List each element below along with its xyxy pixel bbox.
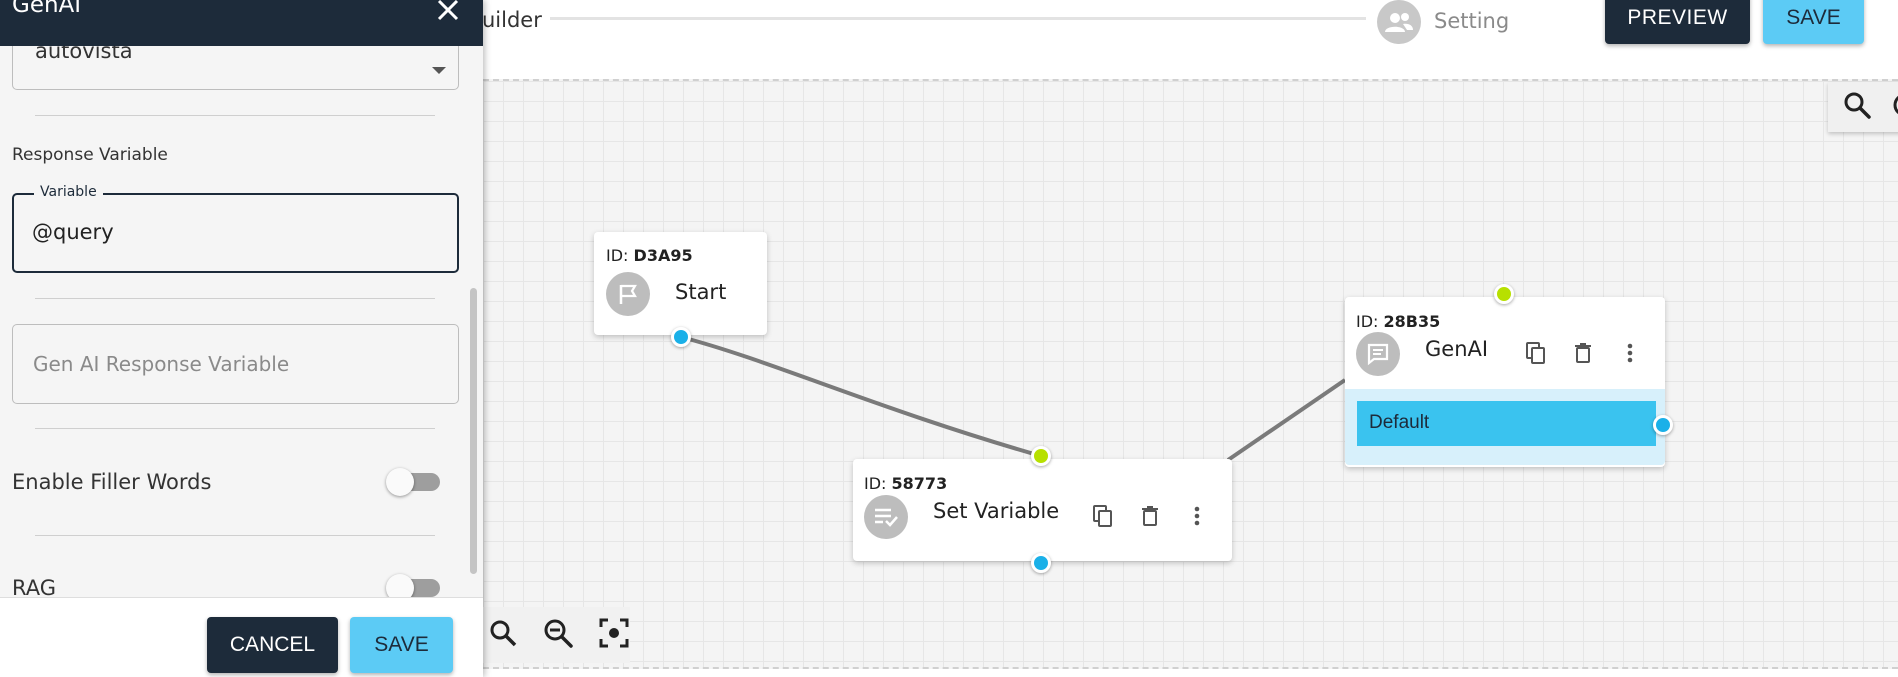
more-options-icon[interactable] xyxy=(1183,502,1211,530)
node-id-value: 58773 xyxy=(891,474,948,493)
delete-icon[interactable] xyxy=(1569,339,1597,367)
canvas-search-toolbar xyxy=(1828,82,1898,132)
genai-settings-panel: autovista GenAI Response Variable Variab… xyxy=(0,0,483,677)
chat-icon xyxy=(1356,332,1400,376)
node-id-label: ID: D3A95 xyxy=(606,246,693,265)
step-builder-label[interactable]: uilder xyxy=(482,8,542,32)
set-variable-output-port[interactable] xyxy=(1031,553,1051,573)
copy-icon[interactable] xyxy=(1089,502,1117,530)
response-variable-label: Response Variable xyxy=(12,145,168,165)
node-id-value: D3A95 xyxy=(633,246,693,265)
node-id-value: 28B35 xyxy=(1383,312,1441,331)
cancel-button[interactable]: CANCEL xyxy=(207,617,338,673)
step-progress-line xyxy=(550,17,1366,20)
divider xyxy=(35,298,435,299)
variable-field[interactable]: Variable xyxy=(12,184,459,273)
options-icon[interactable] xyxy=(1890,90,1898,124)
gen-ai-response-field[interactable] xyxy=(12,324,459,404)
more-options-icon[interactable] xyxy=(1616,339,1644,367)
filler-words-toggle[interactable] xyxy=(386,466,441,496)
panel-footer: CANCEL SAVE xyxy=(0,597,483,677)
users-settings-icon[interactable] xyxy=(1377,0,1421,44)
zoom-out-icon[interactable] xyxy=(542,617,574,653)
node-title: GenAI xyxy=(1425,337,1489,361)
panel-title: GenAI xyxy=(12,0,82,18)
start-node[interactable]: ID: D3A95 Start xyxy=(594,232,767,335)
zoom-in-icon[interactable] xyxy=(488,618,518,652)
delete-icon[interactable] xyxy=(1136,502,1164,530)
gen-ai-response-input[interactable] xyxy=(33,347,433,381)
zoom-controls xyxy=(470,607,630,663)
toggle-thumb xyxy=(386,468,414,496)
genai-branches: Default xyxy=(1345,389,1665,465)
set-variable-node[interactable]: ID: 58773 Set Variable xyxy=(853,459,1232,561)
copy-icon[interactable] xyxy=(1522,339,1550,367)
variable-field-legend: Variable xyxy=(34,184,103,200)
close-icon[interactable] xyxy=(432,0,464,26)
variable-input[interactable] xyxy=(32,215,432,249)
divider xyxy=(35,115,435,116)
search-icon[interactable] xyxy=(1842,90,1872,124)
panel-header: GenAI xyxy=(0,0,483,46)
step-setting-label[interactable]: Setting xyxy=(1434,9,1510,33)
node-id-label: ID: 28B35 xyxy=(1356,312,1441,331)
default-branch-output-port[interactable] xyxy=(1653,415,1673,435)
preview-button[interactable]: PREVIEW xyxy=(1605,0,1750,44)
chevron-down-icon[interactable] xyxy=(432,67,446,74)
save-button[interactable]: SAVE xyxy=(1763,0,1864,44)
panel-save-button[interactable]: SAVE xyxy=(350,617,453,673)
divider xyxy=(35,428,435,429)
genai-node[interactable]: ID: 28B35 GenAI Default xyxy=(1345,297,1665,467)
genai-input-port[interactable] xyxy=(1494,284,1514,304)
default-branch[interactable]: Default xyxy=(1357,401,1656,446)
fit-view-icon[interactable] xyxy=(598,617,630,653)
node-id-label: ID: 58773 xyxy=(864,474,948,493)
checklist-icon xyxy=(864,495,908,539)
flow-canvas[interactable] xyxy=(483,79,1898,669)
start-output-port[interactable] xyxy=(671,327,691,347)
node-title: Set Variable xyxy=(933,499,1060,523)
rag-label: RAG xyxy=(12,576,57,600)
divider xyxy=(35,535,435,536)
flag-icon xyxy=(606,272,650,316)
set-variable-input-port[interactable] xyxy=(1031,446,1051,466)
filler-words-label: Enable Filler Words xyxy=(12,470,212,494)
panel-scrollbar[interactable] xyxy=(470,288,477,574)
node-title: Start xyxy=(675,280,727,304)
